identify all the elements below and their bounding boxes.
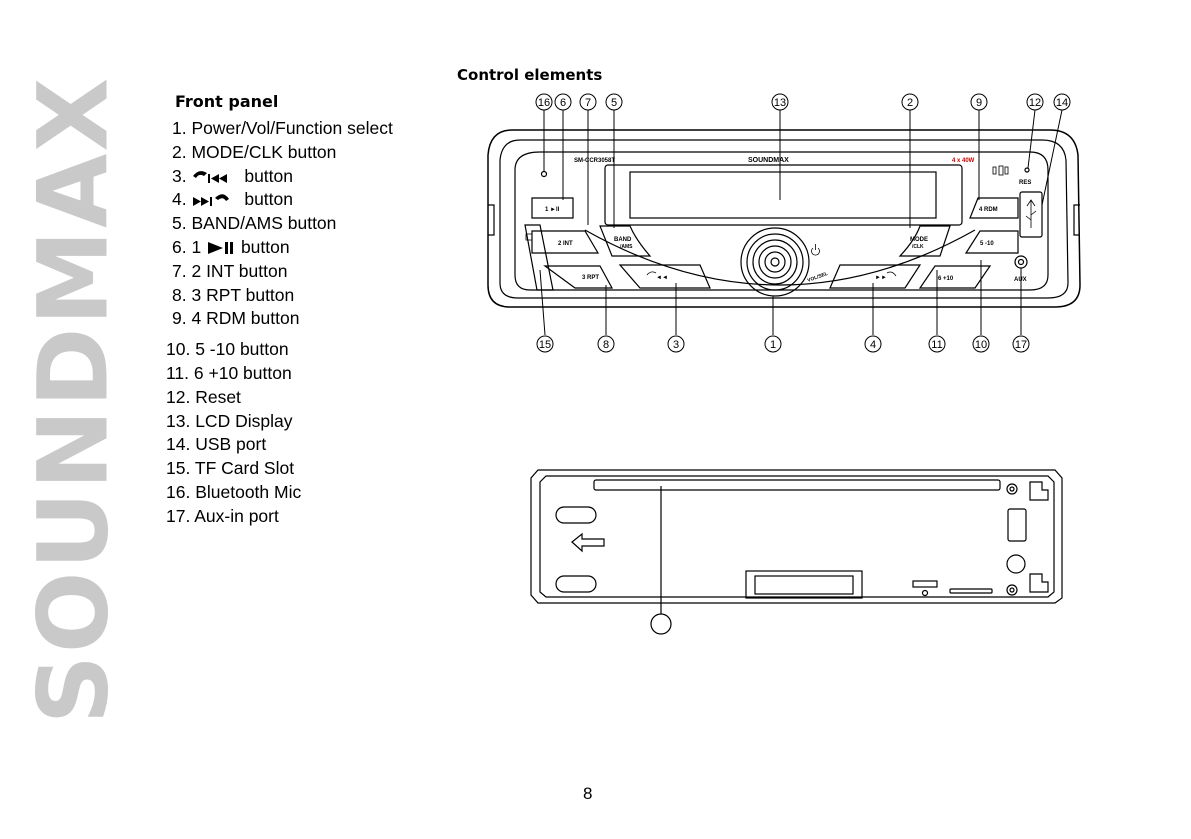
tf-card-icon (525, 233, 533, 241)
btn-mode-label: MODE (910, 237, 928, 243)
btn-1-label: 1 ►II (545, 207, 560, 213)
legend-item: 3. button (172, 165, 293, 186)
legend-item: 15. TF Card Slot (166, 458, 295, 479)
power-label: 4 x 40W (952, 158, 975, 164)
bluetooth-mic-icon (992, 166, 997, 175)
aux-label: AUX (1014, 277, 1027, 283)
call-answer-icon (646, 271, 657, 276)
legend-item: 4. button (172, 189, 293, 210)
legend-item: 11. 6 +10 button (166, 362, 292, 383)
vol-sel-label: VOL/SEL (807, 271, 829, 284)
page-number: 8 (583, 784, 593, 803)
callout-7: 7 (585, 97, 591, 109)
callout-13: 13 (774, 97, 786, 109)
legend-item: 5. BAND/AMS button (172, 213, 337, 234)
callout-2: 2 (907, 97, 913, 109)
next-call-end-icon (193, 194, 230, 207)
legend-item: 7. 2 INT button (172, 260, 288, 281)
brand-text: SOUNDMAX (17, 75, 130, 725)
legend-item: 16. Bluetooth Mic (166, 481, 302, 502)
btn-prev-label: ◄◄ (656, 275, 668, 281)
callout-16: 16 (538, 97, 550, 109)
btn-6-label: 6 +10 (938, 276, 954, 282)
callout-12: 12 (1029, 97, 1041, 109)
callout-1: 1 (770, 339, 776, 351)
btn-5-label: 5 -10 (980, 241, 994, 247)
btn-band-label: BAND (614, 237, 632, 243)
legend-item: 10. 5 -10 button (166, 339, 289, 360)
legend-item: 8. 3 RPT button (172, 284, 295, 305)
callout-3: 3 (673, 339, 679, 351)
power-icon (811, 247, 820, 256)
usb-icon (1025, 199, 1037, 228)
btn-next-label: ►► (875, 275, 887, 281)
callout-5: 5 (611, 97, 617, 109)
btn-4-label: 4 RDM (979, 207, 998, 213)
legend-item: 14. USB port (166, 434, 267, 455)
btn-2-label: 2 INT (558, 241, 573, 247)
callout-17: 17 (1015, 339, 1027, 351)
callout-14: 14 (1056, 97, 1068, 109)
legend-item: 1. Power/Vol/Function select (172, 118, 393, 138)
callout-9: 9 (976, 97, 982, 109)
play-pause-icon (208, 241, 234, 254)
callout-6: 6 (560, 97, 566, 109)
callout-4: 4 (870, 339, 876, 351)
legend-item: 12. Reset (166, 386, 241, 407)
call-end-icon (886, 271, 897, 277)
legend-item: 17. Aux-in port (166, 505, 279, 526)
brand-vertical-text: SOUNDMAX (17, 55, 129, 745)
legend-item: 13. LCD Display (166, 410, 293, 431)
control-elements-title: Control elements (457, 66, 603, 84)
panel-brand-label: SOUNDMAX (748, 157, 789, 164)
callout-11: 11 (931, 339, 942, 351)
callout-10: 10 (975, 339, 987, 351)
btn-band-sub-label: /AMS (620, 244, 633, 250)
model-label: SM-CCR3058T (574, 158, 615, 164)
btn-3-label: 3 RPT (582, 275, 599, 281)
legend-item: 9. 4 RDM button (172, 308, 300, 329)
callout-15: 15 (539, 339, 551, 351)
legend-list: 1. Power/Vol/Function select 2. MODE/CLK… (166, 117, 393, 529)
call-answer-prev-icon (193, 170, 228, 183)
legend-item: 2. MODE/CLK button (172, 141, 337, 162)
front-panel-title: Front panel (175, 92, 279, 111)
btn-mode-sub-label: /CLK (912, 244, 924, 250)
reset-label: RES (1019, 180, 1031, 186)
callout-8: 8 (603, 339, 609, 351)
legend-item: 6. 1 button (172, 236, 290, 257)
